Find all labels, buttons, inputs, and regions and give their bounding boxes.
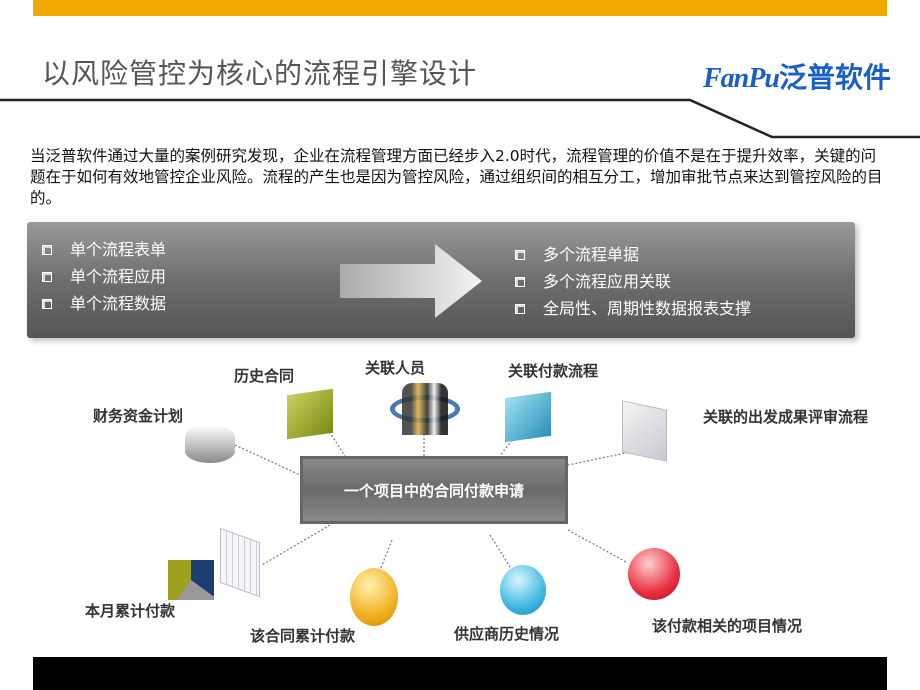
page-title: 以风险管控为核心的流程引擎设计 [42,57,478,90]
blue-cube-icon [505,391,551,443]
flowchart-icon [622,400,667,462]
intro-paragraph: 当泛普软件通过大量的案例研究发现，企业在流程管理方面已经步入2.0时代，流程管理… [30,147,883,207]
checkbox-bullet-icon [42,272,52,282]
header-divider-line [0,98,920,139]
checkbox-bullet-icon [515,250,525,260]
logo: FanPu泛普软件 [703,61,891,94]
no-currency-icon [628,548,680,600]
people-figures-icon [402,383,448,435]
growth-orb-icon [500,565,546,615]
bottom-bar [33,657,887,690]
banner-right-item: 全局性、周期性数据报表支撑 [515,295,751,319]
database-icon [185,425,235,463]
node-label-people: 关联人员 [365,359,426,377]
center-node: 一个项目中的合同付款申请 [300,456,568,524]
node-label-payflow: 关联付款流程 [508,362,599,380]
checkbox-bullet-icon [515,277,525,287]
node-label-month: 本月累计付款 [85,602,176,620]
node-label-supplier: 供应商历史情况 [454,625,560,643]
banner-right-item: 多个流程单据 [515,241,639,265]
top-accent-bar [33,0,887,16]
banner-left-item: 单个流程表单 [42,236,166,260]
banner-left-item: 单个流程数据 [42,290,166,314]
checkbox-bullet-icon [42,245,52,255]
gold-orb-icon [350,568,398,626]
node-label-project: 该付款相关的项目情况 [652,617,803,635]
node-label-finance: 财务资金计划 [93,407,184,425]
node-label-contract: 该合同累计付款 [250,627,356,645]
banner-left-item: 单个流程应用 [42,263,166,287]
node-label-review: 关联的出发成果评审流程 [703,408,869,426]
green-cube-icon [287,388,333,440]
checkbox-bullet-icon [42,299,52,309]
banner-right-item: 多个流程应用关联 [515,268,671,292]
pie-chart-icon [168,560,214,600]
checkbox-bullet-icon [515,304,525,314]
node-label-history: 历史合同 [234,367,295,385]
arrow-right-icon [340,244,482,318]
